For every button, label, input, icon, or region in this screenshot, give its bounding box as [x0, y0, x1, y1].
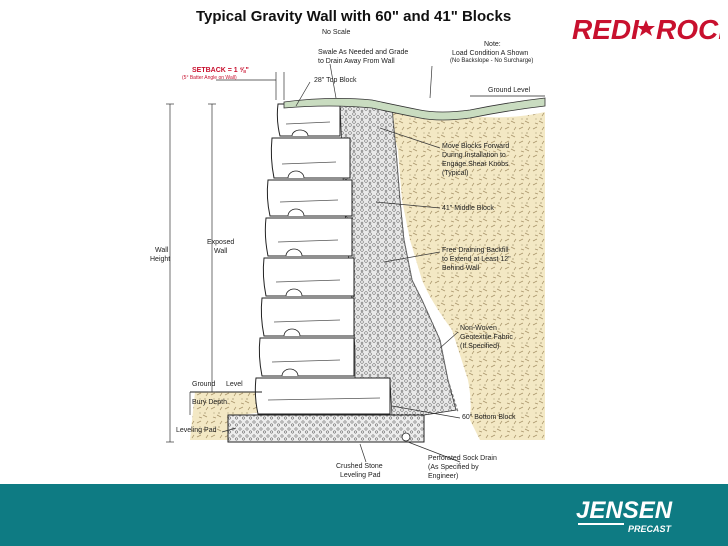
jensen-precast-logo: JENSEN PRECAST	[576, 497, 673, 534]
move-blocks-label-1: Move Blocks Forward	[442, 143, 510, 150]
diagram-title: Typical Gravity Wall with 60" and 41" Bl…	[196, 8, 512, 25]
redi-rock-logo-text: REDI	[572, 14, 640, 45]
middle-block	[262, 257, 355, 297]
move-blocks-label-4: (Typical)	[442, 170, 469, 177]
crushed-stone-label-2: Leveling Pad	[340, 472, 381, 479]
no-scale-label: No Scale	[322, 29, 351, 36]
note-label-1: Note:	[484, 41, 501, 48]
swale-label-2: to Drain Away From Wall	[318, 58, 395, 65]
backfill-label-2: to Extend at Least 12"	[442, 256, 511, 263]
ground-level-right-label: Ground Level	[488, 87, 531, 94]
footer-bar	[0, 484, 728, 546]
backfill-label-1: Free Draining Backfill	[442, 247, 509, 254]
sock-drain-label-1: Perforated Sock Drain	[428, 455, 497, 462]
middle-block	[258, 337, 355, 377]
wall-height-label-1: Wall	[155, 247, 169, 254]
bottom-block-label: 60" Bottom Block	[462, 414, 516, 421]
redi-rock-logo: REDI ROCK	[572, 14, 720, 45]
exposed-wall-label-2: Wall	[214, 248, 228, 255]
geotextile-fabric	[391, 107, 459, 413]
bury-depth-label: Bury Depth	[192, 399, 228, 406]
leveling-pad-label: Leveling Pad	[176, 427, 217, 434]
setback-sub-label: (5° Batter Angle on Wall)	[182, 75, 237, 81]
svg-text:JENSEN: JENSEN	[576, 497, 673, 524]
fabric-label-1: Non-Woven	[460, 325, 497, 332]
exposed-wall-label-1: Exposed	[207, 239, 235, 246]
grass-layer	[283, 97, 546, 121]
wall-diagram	[166, 63, 546, 463]
middle-block	[266, 179, 353, 217]
sock-drain	[401, 432, 411, 442]
svg-text:ROCK: ROCK	[656, 14, 720, 45]
top-block-label: 28" Top Block	[314, 77, 357, 84]
svg-text:PRECAST: PRECAST	[628, 524, 673, 534]
sock-drain-label-3: Engineer)	[428, 473, 459, 480]
setback-label: SETBACK = 1 ⅝"	[192, 67, 249, 74]
middle-block	[260, 297, 355, 337]
fabric-label-2: Geotextile Fabric	[460, 334, 513, 341]
top-block	[276, 103, 341, 137]
crushed-stone-label-1: Crushed Stone	[336, 463, 383, 470]
star-icon	[637, 20, 655, 36]
note-label-2: Load Condition A Shown	[452, 50, 529, 57]
middle-block	[264, 217, 353, 257]
middle-block	[270, 137, 351, 179]
ground-level-left-label-1: Ground	[192, 381, 216, 388]
fabric-label-3: (If Specified)	[460, 343, 500, 350]
ground-level-left-label-2: Level	[226, 381, 243, 388]
backfill-label-3: Behind Wall	[442, 265, 480, 272]
wall-height-label-2: Height	[150, 256, 171, 263]
bottom-block	[254, 377, 391, 415]
sock-drain-label-2: (As Specified by	[428, 464, 479, 471]
move-blocks-label-2: During Installation to	[442, 152, 506, 159]
middle-block-label: 41" Middle Block	[442, 205, 494, 212]
leveling-pad	[227, 414, 425, 443]
native-soil	[388, 111, 545, 440]
swale-label-1: Swale As Needed and Grade	[318, 49, 409, 56]
move-blocks-label-3: Engage Shear Knobs	[442, 161, 509, 168]
front-soil	[190, 392, 262, 440]
note-label-3: (No Backslope - No Surcharge)	[450, 58, 534, 64]
